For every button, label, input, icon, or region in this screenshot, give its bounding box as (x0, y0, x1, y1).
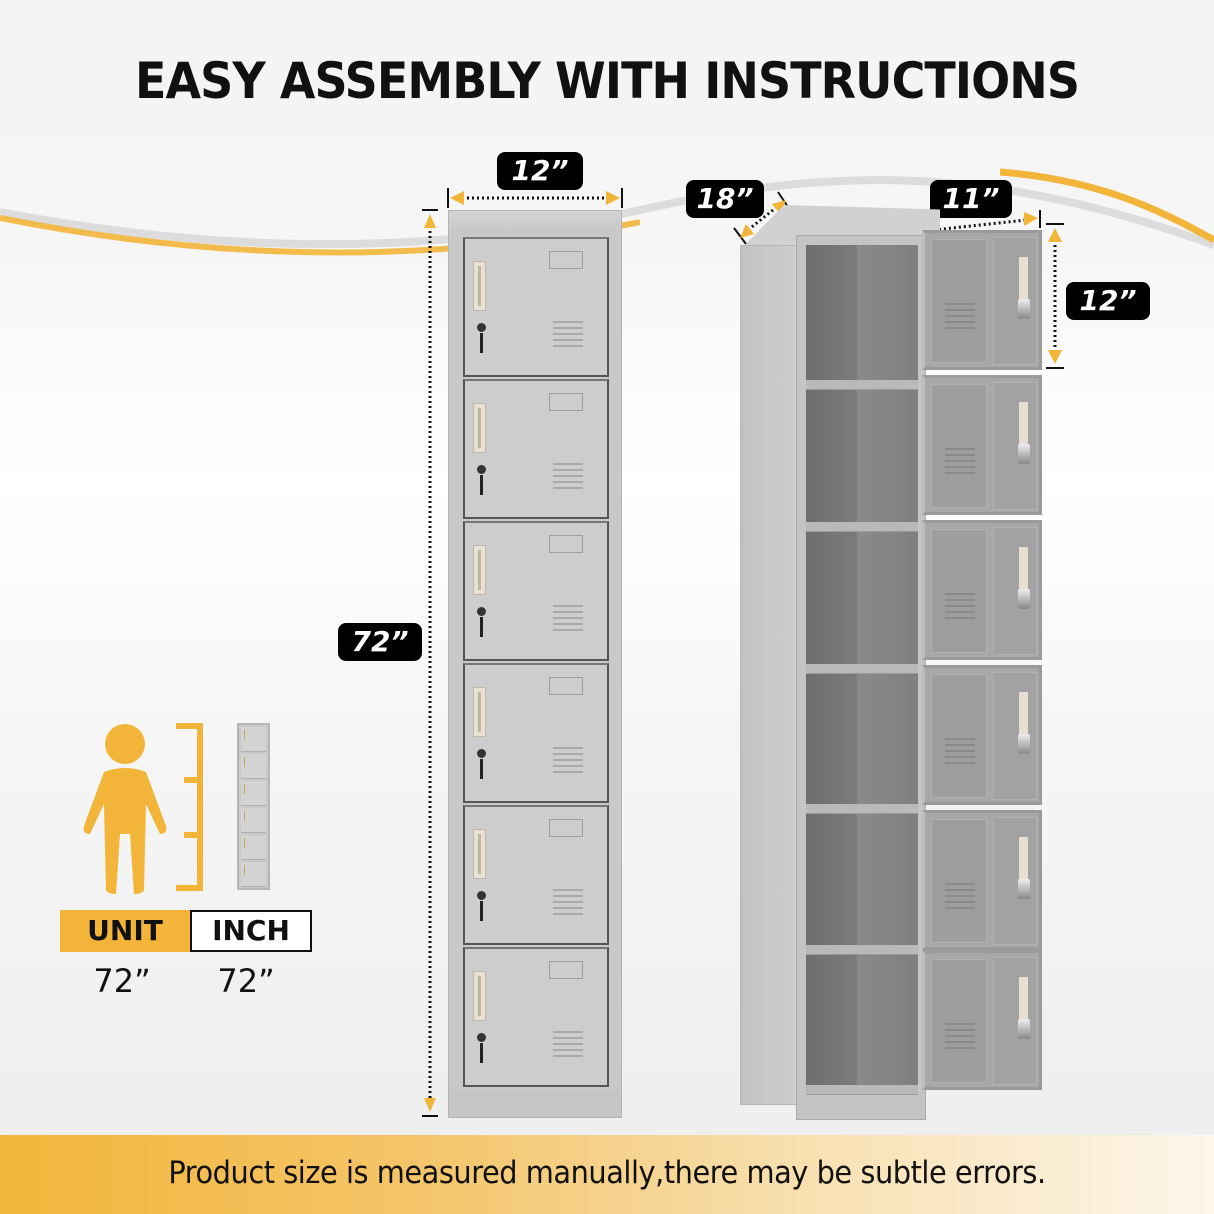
open-door-3 (922, 520, 1042, 660)
inch-value: 72” (217, 962, 275, 1000)
handle-icon (473, 403, 486, 453)
person-icon (83, 724, 167, 894)
page-title: EASY ASSEMBLY WITH INSTRUCTIONS (134, 52, 1080, 110)
locker-door-1 (463, 237, 609, 377)
open-locker-image (740, 205, 1050, 1120)
lock-icon (477, 465, 486, 474)
depth-dimension-line (733, 191, 791, 245)
locker-door-2 (463, 379, 609, 519)
handle-icon (473, 261, 486, 311)
front-width-badge: 12” (497, 152, 583, 190)
mini-locker-icon (237, 723, 270, 890)
handle-icon (473, 687, 486, 737)
open-door-1 (922, 230, 1042, 370)
lock-icon (477, 749, 486, 758)
locker-door-4 (463, 663, 609, 803)
door-height-badge: 12” (1066, 282, 1150, 320)
handle-icon (473, 545, 486, 595)
lock-icon (477, 1033, 486, 1042)
door-width-badge: 11” (930, 180, 1012, 218)
handle-icon (473, 829, 486, 879)
footer-banner: Product size is measured manually,there … (0, 1135, 1214, 1214)
locker-door-6 (463, 947, 609, 1087)
inch-label: INCH (190, 910, 312, 952)
open-door-2 (922, 375, 1042, 515)
unit-value: 72” (93, 962, 151, 1000)
height-bracket-icon (176, 723, 203, 891)
lock-icon (477, 323, 486, 332)
front-height-dimension-line (422, 209, 438, 1117)
open-door-4 (922, 665, 1042, 805)
handle-icon (473, 971, 486, 1021)
door-height-dimension-line (1046, 223, 1064, 369)
front-locker-image (448, 210, 622, 1118)
lock-icon (477, 891, 486, 900)
front-height-badge: 72” (338, 623, 422, 661)
unit-label: UNIT (60, 910, 190, 952)
front-width-dimension-line (447, 188, 623, 208)
locker-door-5 (463, 805, 609, 945)
locker-door-3 (463, 521, 609, 661)
depth-badge: 18” (686, 180, 764, 218)
open-door-5 (922, 810, 1042, 950)
footer-note: Product size is measured manually,there … (168, 1155, 1046, 1191)
lock-icon (477, 607, 486, 616)
open-door-6 (922, 950, 1042, 1090)
